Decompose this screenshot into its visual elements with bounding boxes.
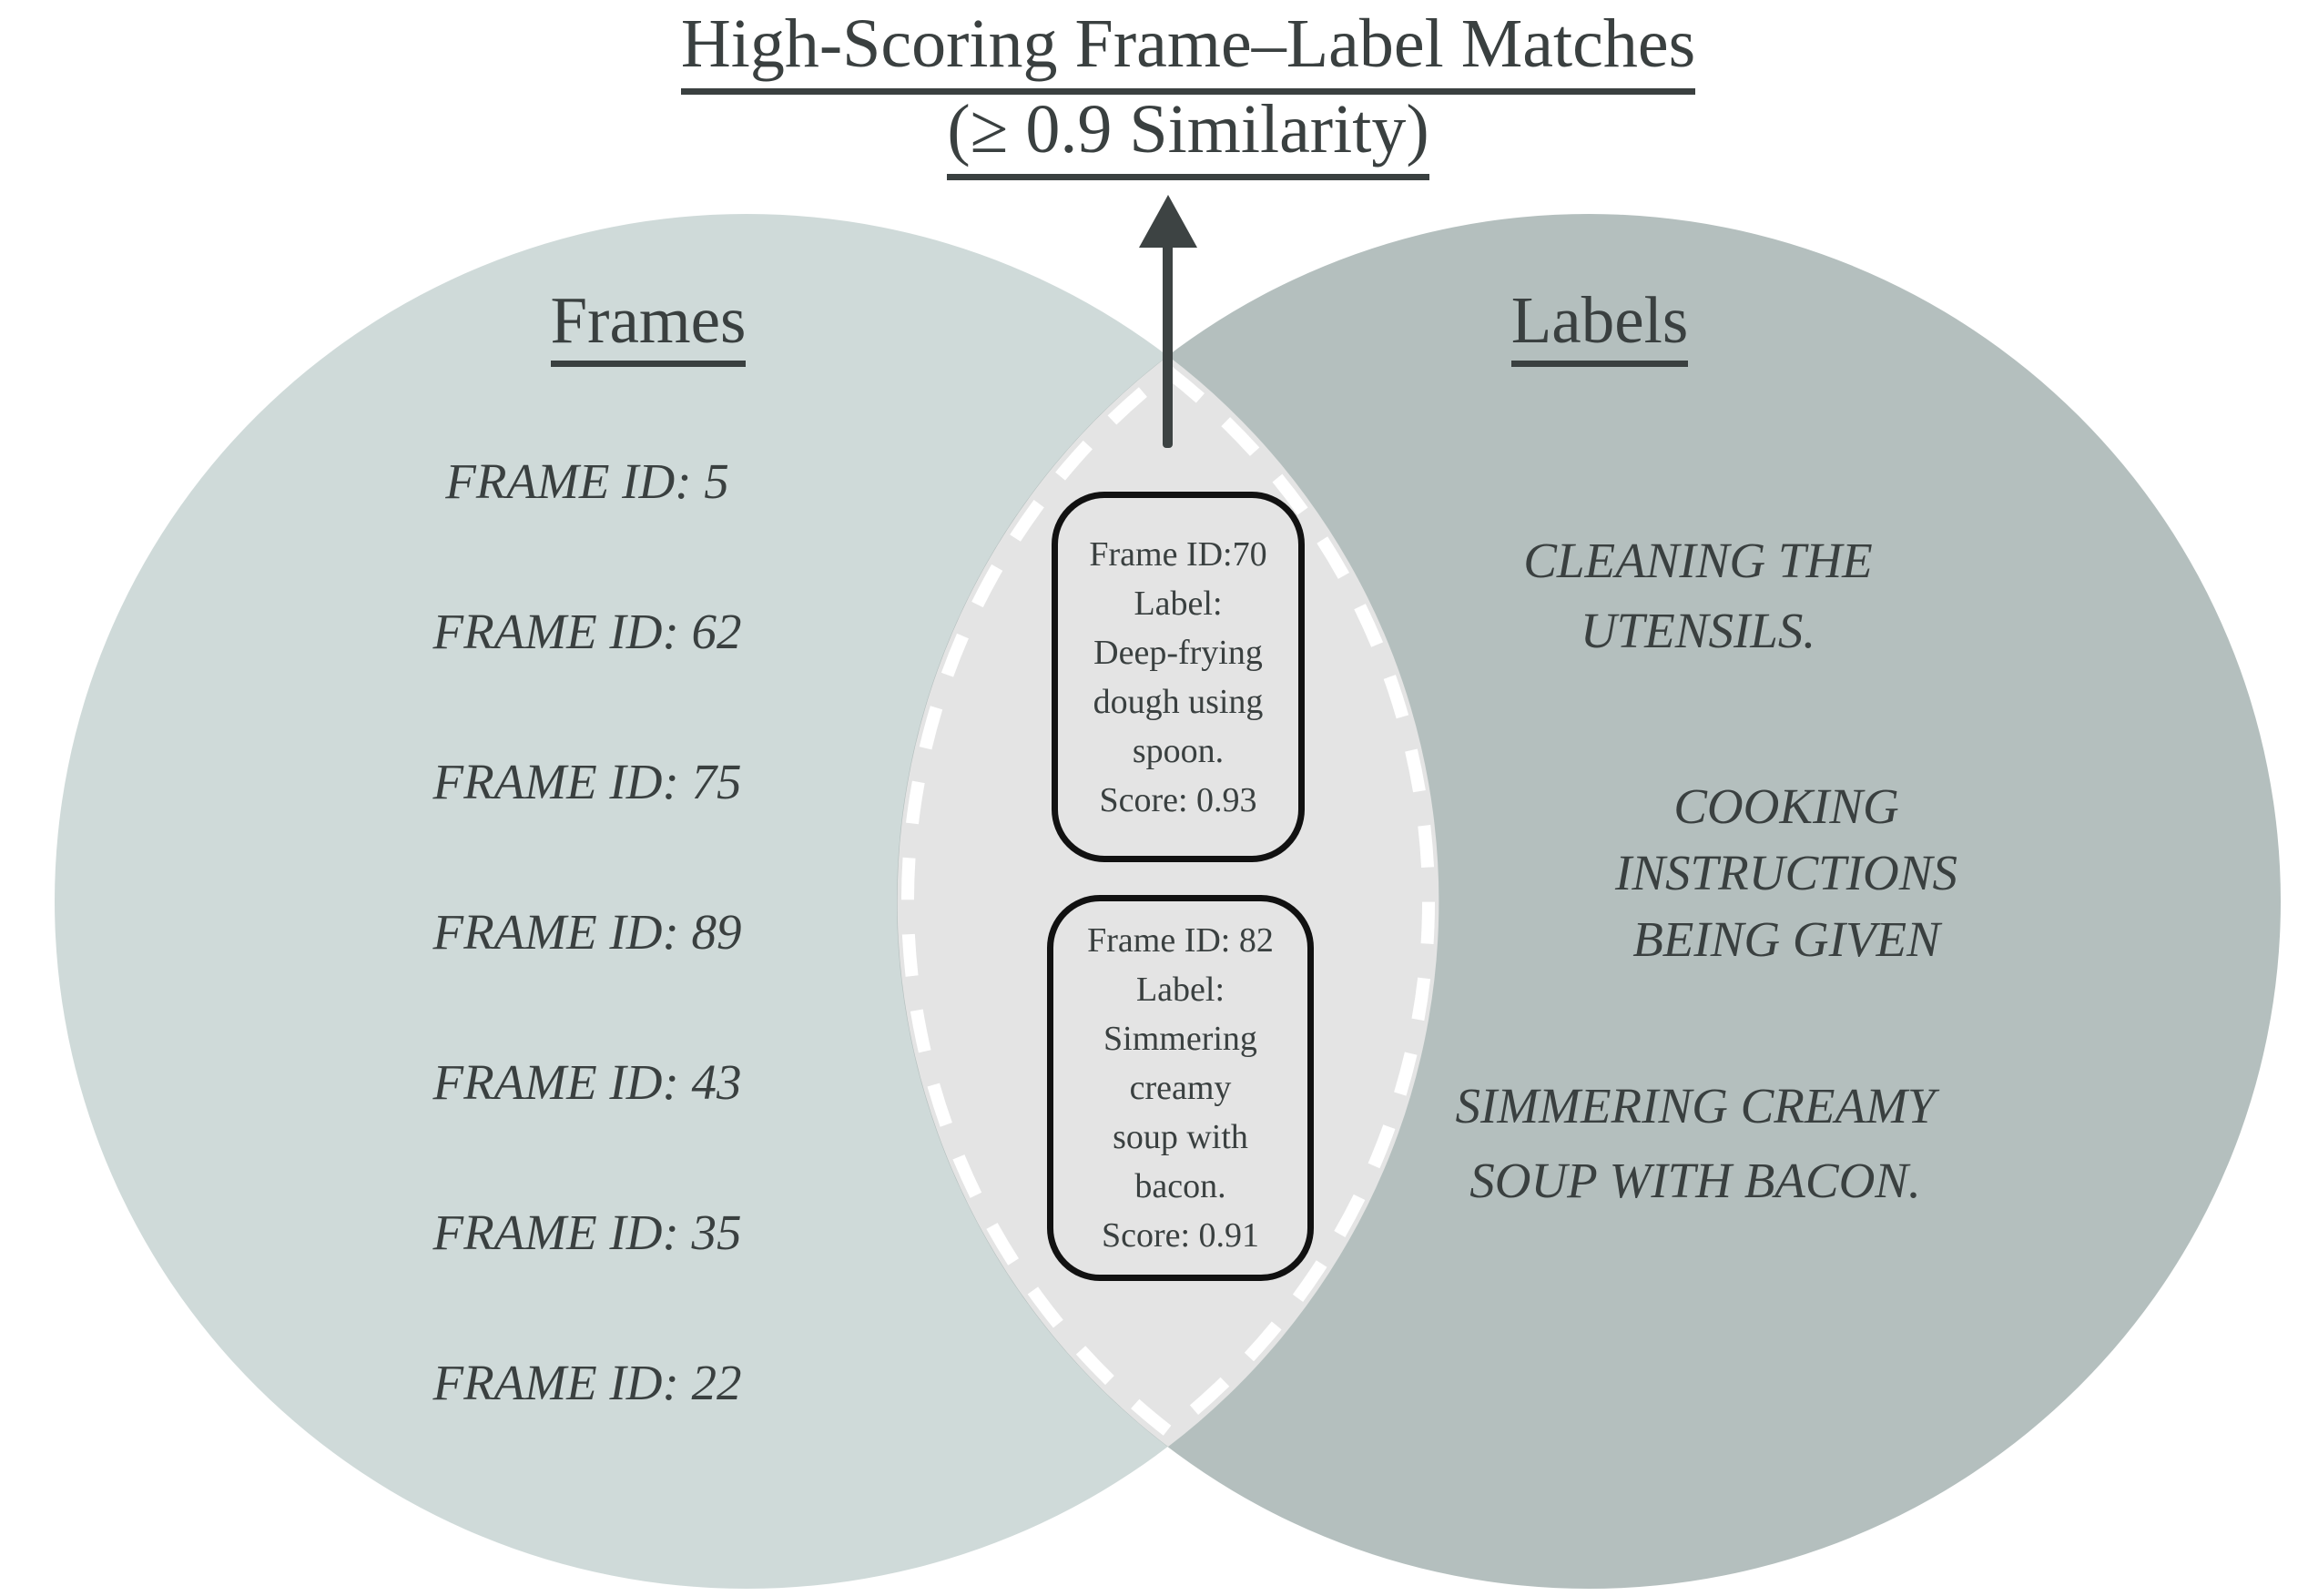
match-card-frame-70: Frame ID:70 Label: Deep-frying dough usi… <box>1052 492 1305 862</box>
label-item-cooking: COOKING INSTRUCTIONS BEING GIVEN <box>1615 778 1957 967</box>
frames-set-header: Frames <box>284 284 1012 367</box>
labels-header-text: Labels <box>1510 284 1689 367</box>
arrow-shaft <box>1163 239 1173 448</box>
frame-id-item: FRAME ID: 62 <box>432 604 742 659</box>
frame-id-list: FRAME ID: 5 FRAME ID: 62 FRAME ID: 75 FR… <box>223 406 951 1458</box>
label-item-simmering: SIMMERING CREAMY SOUP WITH BACON. <box>1455 1078 1936 1208</box>
match-card-frame-82: Frame ID: 82 Label: Simmering creamy sou… <box>1047 895 1314 1281</box>
frame-id-item: FRAME ID: 35 <box>432 1205 742 1260</box>
frame-id-item: FRAME ID: 22 <box>432 1355 742 1410</box>
label-item-cleaning: CLEANING THE UTENSILS. <box>1523 533 1873 658</box>
title-text-2: (≥ 0.9 Similarity) <box>947 87 1429 180</box>
labels-set-header: Labels <box>1235 284 1964 367</box>
diagram-title-line-2: (≥ 0.9 Similarity) <box>278 87 2099 180</box>
frame-id-item: FRAME ID: 5 <box>445 453 729 509</box>
frames-header-text: Frames <box>550 284 747 367</box>
arrow-head-icon <box>1139 195 1197 248</box>
diagram-title-line-1: High-Scoring Frame–Label Matches <box>278 2 2099 95</box>
intersection-dashed-outline <box>900 363 1436 1439</box>
frame-id-item: FRAME ID: 75 <box>432 754 742 809</box>
frame-id-item: FRAME ID: 89 <box>432 904 742 960</box>
frame-id-item: FRAME ID: 43 <box>432 1054 742 1110</box>
title-text-1: High-Scoring Frame–Label Matches <box>680 2 1696 95</box>
